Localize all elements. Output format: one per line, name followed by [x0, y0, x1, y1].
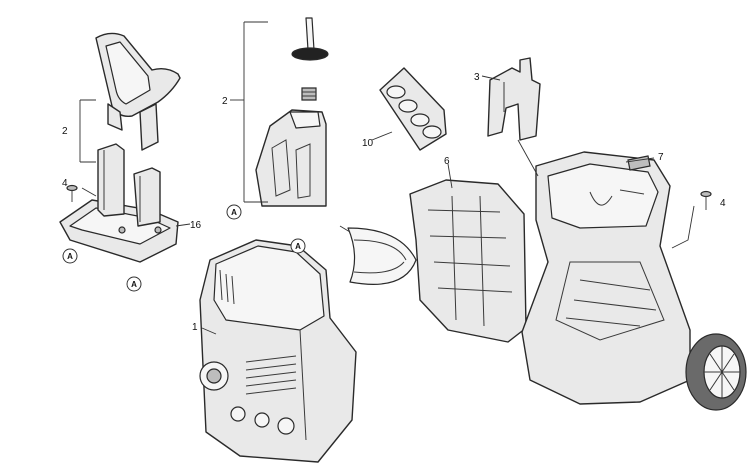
internal-frame-part — [409, 179, 527, 343]
svg-text:A: A — [131, 280, 137, 289]
leader-lines — [81, 75, 695, 335]
hose-clamp-part — [347, 227, 417, 285]
assembly-marker: A — [226, 204, 242, 220]
callout-label: 4 — [720, 198, 726, 209]
filter-part — [379, 67, 447, 151]
callout-label: 2 — [62, 126, 68, 137]
callout-label: 7 — [658, 152, 664, 163]
callout-label: 4 — [62, 178, 68, 189]
callout-label: 16 — [190, 220, 202, 231]
screw-left-part — [66, 184, 78, 202]
bracket-part — [487, 57, 541, 141]
screw-right-part — [700, 190, 712, 210]
assembly-marker: A — [126, 276, 142, 292]
handle-base-part — [59, 143, 179, 263]
assembly-marker: A — [62, 248, 78, 264]
tank-cap-part — [291, 17, 329, 101]
tank-bracket-line — [243, 21, 268, 203]
svg-text:A: A — [295, 242, 301, 251]
handle-part — [95, 32, 181, 151]
handle-bracket-line — [79, 99, 96, 163]
callout-label: 2 — [222, 96, 228, 107]
rear-chassis-part — [521, 151, 691, 405]
svg-text:A: A — [231, 208, 237, 217]
svg-text:A: A — [67, 252, 73, 261]
main-housing-part — [199, 239, 357, 463]
callout-label: 3 — [474, 72, 480, 83]
callout-label: 6 — [444, 156, 450, 167]
detergent-tank-part — [255, 109, 327, 207]
assembly-marker: A — [290, 238, 306, 254]
callout-label: 1 — [192, 322, 198, 333]
callout-label: 10 — [362, 138, 374, 149]
wheel-part — [685, 333, 747, 411]
housing-vents — [245, 355, 297, 395]
